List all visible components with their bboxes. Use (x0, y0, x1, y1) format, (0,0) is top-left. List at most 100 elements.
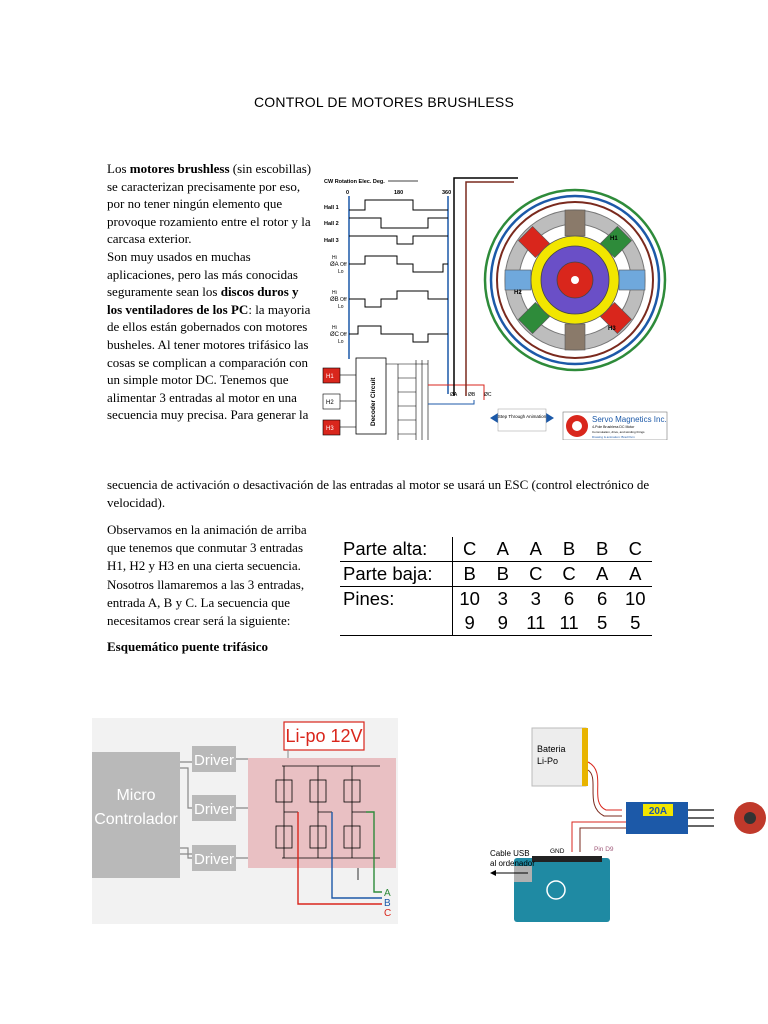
row-label: Parte alta: (340, 537, 453, 562)
table-cell: B (452, 561, 487, 587)
phase-waveform (349, 325, 448, 343)
esc-wiring-figure: Bateria Li-Po 20A Pin D9 GND Cable USB a… (490, 727, 766, 922)
bridge-heading: Esquemático puente trifásico (107, 639, 269, 654)
table-cell: 3 (530, 588, 541, 609)
step-back-icon[interactable] (490, 413, 498, 423)
phase-tag: ØA (450, 392, 458, 398)
step-label: Step Through Animation (498, 414, 547, 419)
table-cell: 9 (452, 611, 487, 636)
table-cell: A (618, 561, 652, 587)
table-cell: 9 (486, 611, 520, 636)
h3-label: H3 (326, 426, 334, 432)
motor-diagram: H1 H2 H3 (483, 188, 667, 372)
brand-name: Servo Magnetics Inc. (592, 415, 667, 424)
table-cell: 6 (597, 588, 608, 609)
usb-port (514, 866, 532, 882)
table-cell: C (452, 537, 487, 562)
hall-waveform (349, 199, 448, 211)
lipo-label: Li-po 12V (285, 726, 362, 746)
brand-sub: 4-Pole Brushless DC Motor (592, 425, 635, 429)
intro-bold-2: discos duros y los ventiladores de los P… (107, 284, 299, 317)
phase-label: ØC (330, 332, 340, 338)
driver-box (192, 795, 236, 821)
mosfet-array (275, 765, 380, 859)
pin-label: Pin D9 (594, 846, 614, 853)
tick-180: 180 (394, 190, 403, 196)
motor-commutation-figure: CW Rotation Elec. Deg. 0 180 360 Hall 1 … (322, 177, 668, 440)
rotation-label: CW Rotation Elec. Deg. (324, 179, 385, 185)
intro-text-3: Son muy usados en muchas aplicaciones, p… (107, 248, 298, 300)
bridge-schematic-figure: Micro Controlador Driver Driver Driver L… (92, 718, 398, 924)
esc-label: 20A (649, 806, 667, 817)
h3-indicator[interactable] (322, 419, 341, 436)
driver-label: Driver (194, 851, 234, 868)
level-label: Lo (338, 269, 344, 275)
table-cell: 10 (459, 588, 480, 609)
motor-h3-label: H3 (608, 326, 616, 332)
phase-tag: ØC (484, 392, 492, 398)
phase-label: ØB (330, 297, 339, 303)
wire-a (366, 811, 382, 893)
intro-paragraph-continued: secuencia de activación o desactivación … (107, 477, 650, 510)
brand-sub3: Drawing & animation: Brad Pern (592, 435, 635, 439)
level-label: Lo (338, 339, 344, 345)
table-cell: B (486, 561, 520, 587)
intro-text-1: Los (107, 161, 130, 176)
micro-box (92, 752, 180, 878)
hall-label: Hall 1 (324, 205, 339, 211)
h2-label: H2 (326, 400, 334, 406)
table-cell: C (519, 561, 553, 587)
table-cell: 11 (552, 611, 586, 636)
battery-icon (531, 727, 587, 787)
page-title: CONTROL DE MOTORES BRUSHLESS (254, 94, 514, 110)
hall-label: Hall 3 (324, 238, 339, 244)
brand-sub2: Commutation, drive, and winding things (592, 430, 645, 434)
phase-label: ØA (330, 262, 339, 268)
table-cell: A (486, 537, 520, 562)
battery-label-2: Li-Po (537, 756, 558, 766)
intro-bold-1: motores brushless (129, 161, 230, 176)
wire-brown (465, 181, 514, 396)
hall-label: Hall 2 (324, 221, 339, 227)
driver-label: Driver (194, 752, 234, 769)
wire-blue (428, 400, 475, 405)
wire-red (428, 384, 485, 400)
table-cell: 5 (585, 611, 619, 636)
intro-paragraph: Los motores brushless (sin escobillas) s… (107, 160, 312, 424)
level-label: Lo (338, 304, 344, 310)
row-label (340, 611, 453, 636)
h2-indicator[interactable] (322, 393, 341, 410)
step-forward-icon[interactable] (546, 413, 554, 423)
table-cell: 11 (519, 611, 553, 636)
table-cell: 3 (497, 588, 508, 609)
intro-text-2: (sin escobillas) se caracterizan precisa… (107, 161, 312, 247)
level-label: Hi (332, 325, 337, 331)
gnd-label: GND (550, 848, 565, 855)
bridge-area (248, 758, 396, 868)
tick-360: 360 (442, 190, 451, 196)
driver-box (192, 746, 236, 772)
tick-0: 0 (346, 190, 349, 196)
driver-box (192, 845, 236, 871)
table-cell: 10 (625, 588, 646, 609)
motor-h2-label: H2 (514, 290, 522, 296)
level-label: Off (340, 262, 347, 268)
wire-black (453, 177, 518, 396)
phase-a-label: A (384, 888, 391, 899)
table-cell: B (552, 537, 586, 562)
table-cell: A (519, 537, 553, 562)
intro-text-4: : la mayoria de ellos están gobernados c… (107, 301, 311, 423)
lipo-box (283, 721, 365, 751)
h1-label: H1 (326, 374, 334, 380)
table-cell: C (618, 537, 652, 562)
phase-waveform (349, 255, 448, 273)
table-cell: A (585, 561, 619, 587)
phase-b-label: B (384, 898, 391, 909)
step-button[interactable] (497, 408, 547, 432)
phase-waveform (349, 290, 448, 308)
row-label: Pines: (340, 586, 453, 611)
level-label: Hi (332, 255, 337, 261)
hall-waveform (349, 217, 448, 229)
h1-indicator[interactable] (322, 367, 341, 384)
table-cell: B (585, 537, 619, 562)
